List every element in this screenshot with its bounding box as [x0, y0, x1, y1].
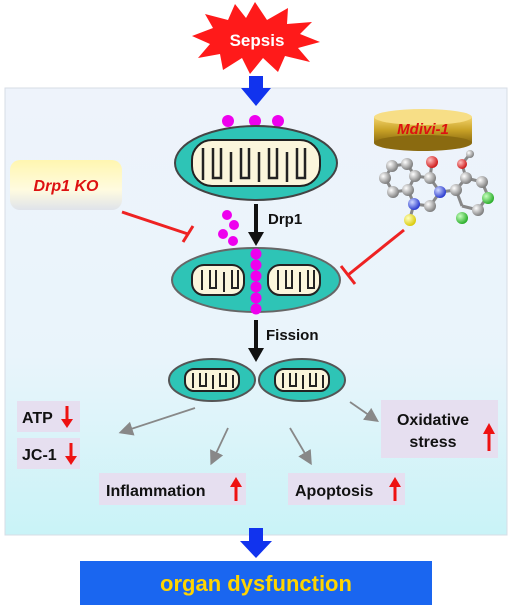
oxidative-label-line1: Oxidative [397, 412, 469, 429]
mitochondrion-intact [174, 125, 338, 201]
mdivi-inhibition [339, 228, 405, 285]
fission-arrow [248, 320, 264, 362]
arrow-to-inflammation [210, 427, 229, 466]
inflammation-up-arrow-icon [230, 477, 242, 501]
atp-box: ATP [17, 401, 80, 432]
drp1-dots-top [222, 115, 284, 127]
apoptosis-up-arrow-icon [389, 477, 401, 501]
inflammation-box: Inflammation [99, 473, 246, 505]
arrow-to-atp [118, 407, 196, 436]
mitochondrion-fragment-right [258, 358, 346, 402]
drp1-ko-inhibition [121, 210, 195, 243]
drp1-arrow [248, 204, 264, 246]
arrow-to-oxidative [349, 401, 379, 423]
flow-arrow-top [241, 76, 271, 106]
sepsis-burst: Sepsis [192, 2, 320, 74]
organ-dysfunction-label: organ dysfunction [160, 571, 352, 596]
jc1-box: JC-1 [17, 438, 80, 469]
oxidative-stress-box: Oxidative stress [381, 400, 498, 458]
apoptosis-box: Apoptosis [288, 473, 405, 505]
outcome-arrows [118, 401, 379, 466]
organ-dysfunction-bar: organ dysfunction [80, 561, 432, 605]
drp1-ring [250, 248, 262, 315]
flow-arrow-bottom [240, 528, 272, 558]
sepsis-burst-shape [192, 2, 320, 74]
drp1-ko-label: Drp1 KO [34, 178, 99, 195]
jc1-down-arrow-icon [65, 443, 77, 465]
oxidative-up-arrow-icon [483, 423, 495, 451]
atp-down-arrow-icon [61, 406, 73, 428]
drp1-ko-badge: Drp1 KO [10, 160, 122, 210]
apoptosis-label: Apoptosis [295, 483, 373, 500]
drp1-label: Drp1 [268, 211, 302, 228]
mdivi-label: Mdivi-1 [397, 121, 449, 138]
arrow-to-apoptosis [289, 427, 312, 466]
fission-label: Fission [266, 327, 319, 344]
oxidative-label-line2: stress [409, 434, 456, 451]
inflammation-label: Inflammation [106, 483, 206, 500]
mitochondrion-fragment-left [168, 358, 256, 402]
drp1-dots-free [218, 210, 239, 246]
jc1-label: JC-1 [22, 447, 57, 464]
mdivi-badge: Mdivi-1 [374, 109, 472, 151]
sepsis-label: Sepsis [230, 31, 285, 50]
mdivi-molecule-icon [379, 150, 494, 226]
atp-label: ATP [22, 410, 53, 427]
